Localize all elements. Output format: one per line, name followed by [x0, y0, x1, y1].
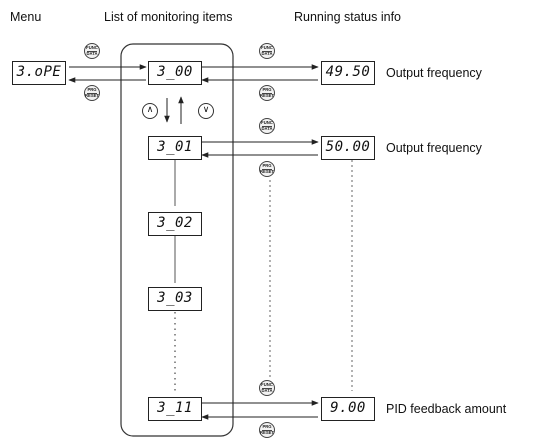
header-list: List of monitoring items — [104, 10, 233, 24]
header-status: Running status info — [294, 10, 402, 24]
key-label-top: PRG — [262, 162, 272, 168]
item-display[interactable]: 3_03 — [148, 287, 202, 311]
key-label-bottom: RESET — [85, 92, 99, 98]
key-label-bottom: DATA — [86, 50, 98, 56]
key-label-top: FUNC — [86, 44, 98, 50]
key-label-top: PRG — [262, 86, 272, 92]
header-menu: Menu — [10, 10, 42, 24]
down-key-icon[interactable]: ∨ — [198, 103, 214, 119]
key-label-top: FUNC — [261, 44, 273, 50]
key-label-bottom: DATA — [261, 125, 273, 131]
status-display: 50.00 — [321, 136, 375, 160]
key-label-bottom: RESET — [260, 168, 274, 174]
key-label-bottom: DATA — [261, 387, 273, 393]
status-display: 49.50 — [321, 61, 375, 85]
key-label-top: PRG — [87, 86, 97, 92]
menu-display: 3.oPE — [12, 61, 66, 85]
status-label: Output frequency — [386, 66, 482, 80]
item-display[interactable]: 3_00 — [148, 61, 202, 85]
key-label-bottom: DATA — [261, 50, 273, 56]
status-label: Output frequency — [386, 141, 482, 155]
item-display[interactable]: 3_02 — [148, 212, 202, 236]
key-label-bottom: RESET — [260, 92, 274, 98]
item-display[interactable]: 3_11 — [148, 397, 202, 421]
list-frame — [120, 43, 234, 437]
status-display: 9.00 — [321, 397, 375, 421]
key-label-top: PRG — [262, 423, 272, 429]
status-label: PID feedback amount — [386, 402, 507, 416]
key-label-top: FUNC — [261, 119, 273, 125]
key-label-bottom: RESET — [260, 429, 274, 435]
item-display[interactable]: 3_01 — [148, 136, 202, 160]
up-key-icon[interactable]: ∧ — [142, 103, 158, 119]
key-label-top: FUNC — [261, 381, 273, 387]
